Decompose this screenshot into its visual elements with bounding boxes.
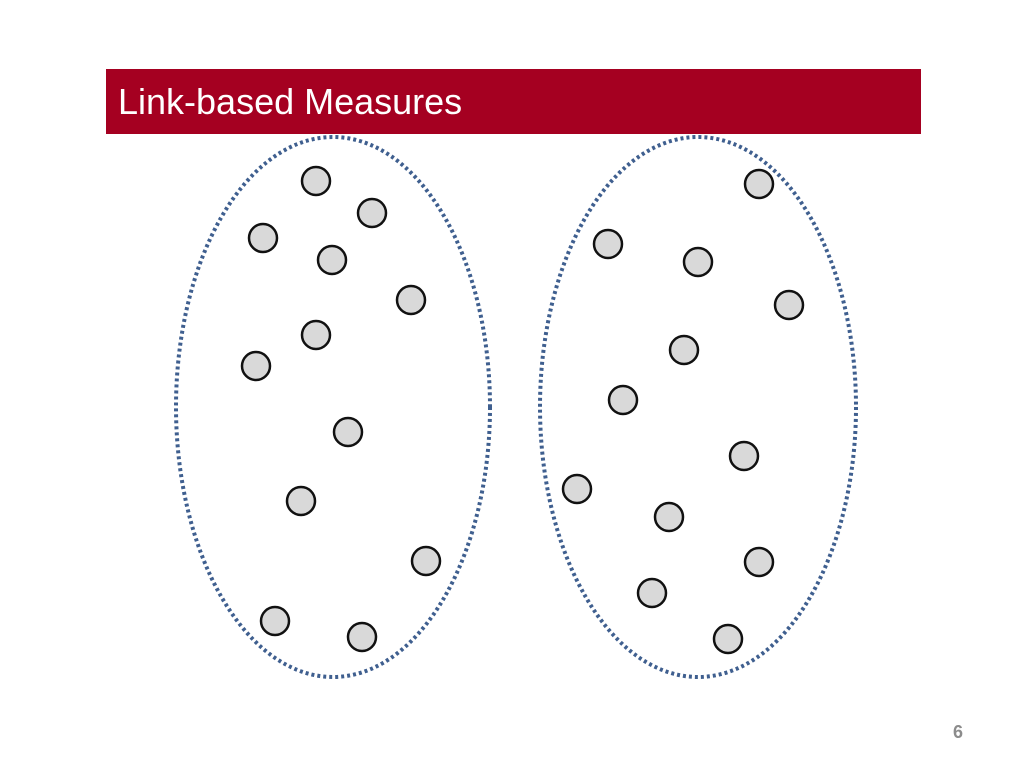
right-cluster-node bbox=[607, 384, 639, 416]
slide-title: Link-based Measures bbox=[118, 80, 463, 122]
right-cluster-node bbox=[668, 334, 700, 366]
right-cluster-node bbox=[592, 228, 624, 260]
right-cluster-outline bbox=[538, 135, 858, 679]
left-cluster-node bbox=[356, 197, 388, 229]
left-cluster-node bbox=[332, 416, 364, 448]
left-cluster-outline bbox=[174, 135, 492, 679]
right-cluster-node bbox=[712, 623, 744, 655]
left-cluster-node bbox=[300, 319, 332, 351]
right-cluster-node bbox=[743, 168, 775, 200]
left-cluster-node bbox=[240, 350, 272, 382]
left-cluster-node bbox=[410, 545, 442, 577]
page-number: 6 bbox=[952, 722, 963, 742]
left-cluster-node bbox=[259, 605, 291, 637]
title-bar: Link-based Measures bbox=[106, 69, 921, 134]
left-cluster-node bbox=[395, 284, 427, 316]
right-cluster-node bbox=[743, 546, 775, 578]
left-cluster-node bbox=[346, 621, 378, 653]
right-cluster-node bbox=[773, 289, 805, 321]
left-cluster-node bbox=[285, 485, 317, 517]
right-cluster-node bbox=[561, 473, 593, 505]
right-cluster-node bbox=[682, 246, 714, 278]
clusters-layer bbox=[174, 135, 858, 679]
right-cluster-node bbox=[653, 501, 685, 533]
right-cluster-node bbox=[636, 577, 668, 609]
left-cluster-node bbox=[300, 165, 332, 197]
nodes-layer bbox=[240, 165, 805, 655]
right-cluster-node bbox=[728, 440, 760, 472]
left-cluster-node bbox=[247, 222, 279, 254]
left-cluster-node bbox=[316, 244, 348, 276]
